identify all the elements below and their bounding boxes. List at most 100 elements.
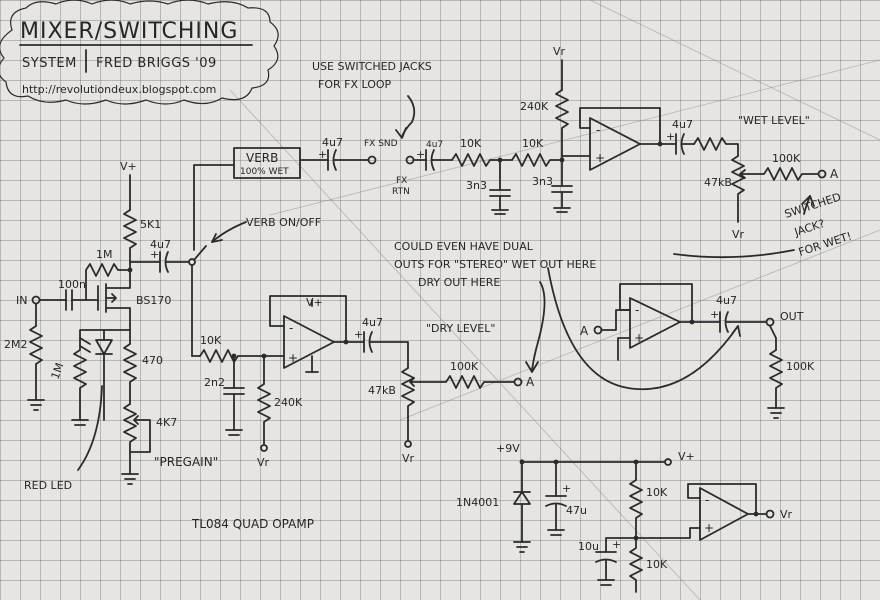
fx-send-section: VERB 100% WET + 4u7 FX SND USE SWITCHED … <box>193 60 432 251</box>
dual-outs-note: COULD EVEN HAVE DUAL OUTS FOR "STEREO" W… <box>394 240 795 373</box>
pregain-label: "PREGAIN" <box>154 455 218 469</box>
r-240k-dry-label: 240K <box>274 396 303 409</box>
output-opamp <box>629 297 681 349</box>
fx-snd-label: FX SND <box>364 139 398 149</box>
pot-wet-label: 47kB <box>704 176 732 189</box>
c-100n-label: 100n <box>58 278 86 291</box>
fx-rtn-label-1: FX <box>396 176 407 186</box>
r-10k-dry-label: 10K <box>200 334 222 347</box>
c-3n3-a-label: 3n3 <box>466 179 487 192</box>
note-switched-2: JACK? <box>792 217 827 239</box>
c-47u-label: 47u <box>566 504 587 517</box>
in-label: IN <box>16 294 27 307</box>
vr-buffer-opamp <box>699 487 749 541</box>
r-10k-div-a-label: 10K <box>646 486 668 499</box>
r-240k-top-label: 240K <box>520 100 549 113</box>
r-100k-out-label: 100K <box>786 360 815 373</box>
vplus-fet-label: V+ <box>120 160 137 173</box>
subtitle-right: FRED BRIGGS '09 <box>96 56 217 71</box>
input-stage: IN 100n 2M2 1M BS170 V+ 5K1 + 4u7 <box>4 160 321 531</box>
c-4u7-dry-label: 4u7 <box>362 316 383 329</box>
vr-wet-label: Vr <box>732 228 745 241</box>
dry-level-label: "DRY LEVEL" <box>426 322 495 335</box>
note-dual-3: DRY OUT HERE <box>418 276 500 289</box>
pot-dry-label: 47kB <box>368 384 396 397</box>
svg-text:-: - <box>596 123 600 137</box>
c-4u7-wet-label: 4u7 <box>672 118 693 131</box>
verb-box <box>233 147 301 179</box>
output-mixer: A - + + 4u7 OUT 100K <box>547 267 815 419</box>
out-label: OUT <box>780 310 804 323</box>
svg-text:+: + <box>710 308 719 321</box>
svg-text:+: + <box>354 328 363 341</box>
svg-text:+: + <box>318 148 327 161</box>
power-supply: +9V V+ 1N4001 + 47u 10K 10K <box>456 442 793 593</box>
svg-text:-: - <box>289 321 293 335</box>
node-a-wet: A <box>830 167 839 181</box>
svg-text:-: - <box>705 493 709 507</box>
vplus-supply-label: V+ <box>678 450 695 463</box>
pot-pregain-label: 4K7 <box>156 416 177 429</box>
fet-label: BS170 <box>136 294 171 307</box>
blog-url: http://revolutiondeux.blogspot.com <box>22 83 216 96</box>
wet-buffer-opamp <box>589 117 641 171</box>
vr-dry-bias-label: Vr <box>257 456 270 469</box>
r-2m2-label: 2M2 <box>4 338 28 351</box>
svg-text:+: + <box>704 521 714 535</box>
svg-text:+: + <box>595 151 605 165</box>
c-10u-label: 10u <box>578 540 599 553</box>
verb-label: VERB <box>246 151 278 165</box>
note-dual-2: OUTS FOR "STEREO" WET OUT HERE <box>394 258 596 271</box>
note-switched-jacks-2: FOR FX LOOP <box>318 78 392 91</box>
r-1m-gate-label: 1M <box>96 248 113 261</box>
title-text: MIXER/SWITCHING <box>20 19 238 44</box>
r-470-label: 470 <box>142 354 163 367</box>
r-100k-wet-label: 100K <box>772 152 801 165</box>
wet-level-label: "WET LEVEL" <box>738 114 810 127</box>
svg-text:+: + <box>562 482 571 495</box>
diode-label: 1N4001 <box>456 496 499 509</box>
supply-label: +9V <box>496 442 520 455</box>
c-4u7-out-label: 4u7 <box>716 294 737 307</box>
r-100k-dry-label: 100K <box>450 360 479 373</box>
verb-sublabel: 100% WET <box>240 167 289 177</box>
c-4u7-drain-label: 4u7 <box>150 238 171 251</box>
c-4u7-rtn-label: 4u7 <box>426 140 443 150</box>
r-5k1-label: 5K1 <box>140 218 161 231</box>
subtitle-left: SYSTEM <box>22 56 77 71</box>
svg-text:+: + <box>666 130 675 143</box>
note-dual-1: COULD EVEN HAVE DUAL <box>394 240 534 253</box>
svg-text:+: + <box>288 351 298 365</box>
dry-opamp <box>283 315 335 369</box>
quad-opamp-label: TL084 QUAD OPAMP <box>191 517 314 531</box>
verb-onoff-label: VERB ON/OFF <box>246 216 321 229</box>
vr-dry-label: Vr <box>402 452 415 465</box>
r-10k-div-b-label: 10K <box>646 558 668 571</box>
node-a-out: A <box>580 324 589 338</box>
vplus-dry-label: V+ <box>306 296 323 309</box>
c-4u7-fx-label: 4u7 <box>322 136 343 149</box>
r-10k-b-label: 10K <box>522 137 544 150</box>
r-10k-a-label: 10K <box>460 137 482 150</box>
vr-out-label: Vr <box>780 508 793 521</box>
title-block: MIXER/SWITCHING SYSTEM FRED BRIGGS '09 h… <box>0 0 279 105</box>
note-switched-1: SWITCHED <box>783 190 843 220</box>
vr-top-label: Vr <box>553 45 566 58</box>
svg-text:-: - <box>635 303 639 317</box>
title-cloud-outline <box>0 0 279 105</box>
r-1m-led-label: 1M <box>49 361 67 381</box>
fx-rtn-label-2: RTN <box>392 187 410 197</box>
node-a-dry: A <box>526 375 535 389</box>
red-led-label: RED LED <box>24 479 72 492</box>
svg-text:+: + <box>150 248 159 261</box>
svg-text:+: + <box>612 538 621 551</box>
svg-text:+: + <box>416 148 425 161</box>
fx-return-section: FX RTN + 4u7 10K 3n3 10K 3n3 <box>392 45 853 259</box>
svg-text:+: + <box>634 331 644 345</box>
note-switched-jacks-1: USE SWITCHED JACKS <box>312 60 432 73</box>
c-2n2-label: 2n2 <box>204 376 225 389</box>
c-3n3-b-label: 3n3 <box>532 175 553 188</box>
dry-path: 10K 2n2 240K Vr - + V+ + 4u7 47kB V <box>191 295 535 469</box>
